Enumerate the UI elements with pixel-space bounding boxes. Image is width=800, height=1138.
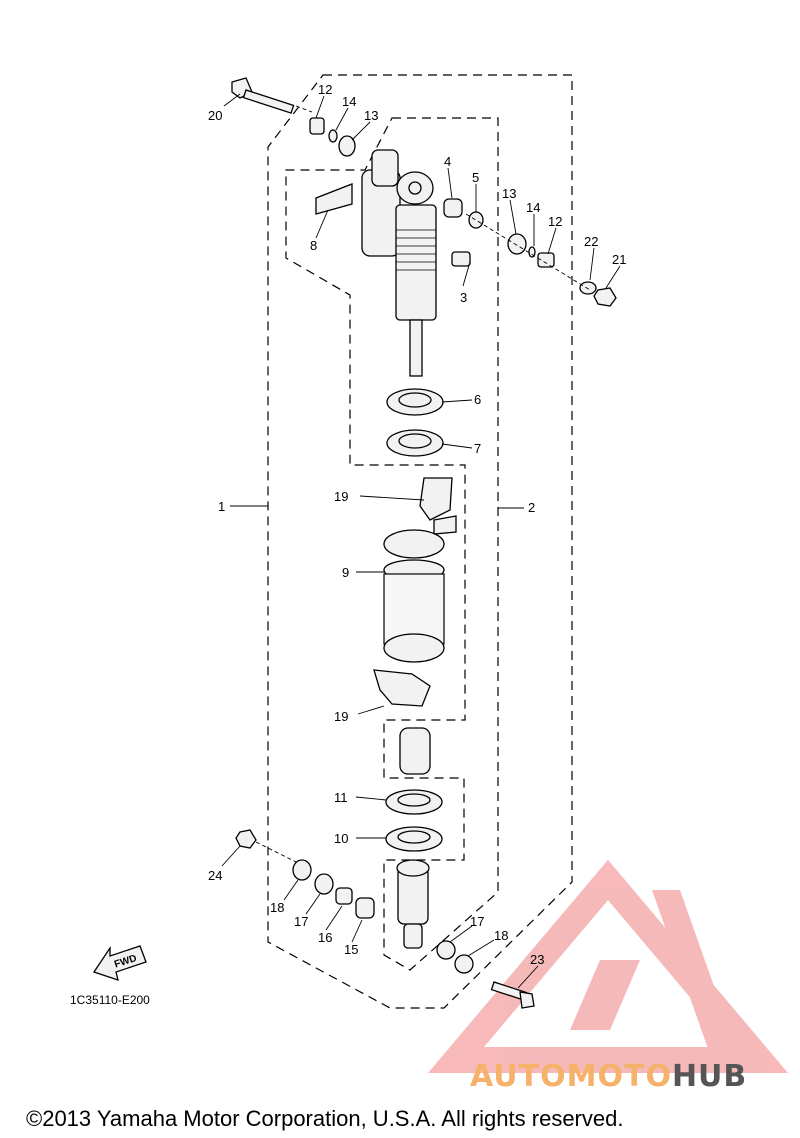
callout-12-top: 12 (318, 82, 332, 97)
callout-12-right: 12 (548, 214, 562, 229)
washer-22 (579, 281, 597, 295)
callout-11: 11 (334, 790, 348, 805)
bearing-16 (335, 887, 353, 905)
assembly-outline-2 (285, 117, 499, 971)
spring-9 (383, 529, 445, 663)
collar-17-left (314, 873, 334, 895)
callout-15: 15 (344, 942, 358, 957)
callout-1: 1 (218, 499, 225, 514)
callout-14-top: 14 (342, 94, 356, 109)
guide-plate-top (433, 515, 457, 535)
bump-rubber (399, 727, 431, 775)
callout-17-right: 17 (470, 914, 484, 929)
callout-8: 8 (310, 238, 317, 253)
callout-24: 24 (208, 868, 222, 883)
callout-3: 3 (460, 290, 467, 305)
callout-4: 4 (444, 154, 451, 169)
callout-22: 22 (584, 234, 598, 249)
callout-labels: 1 2 3 4 5 6 7 8 9 10 11 12 12 13 13 14 1… (208, 82, 626, 967)
seal-18-right (454, 954, 474, 974)
part-code: 1C35110-E200 (70, 993, 150, 1007)
callout-10: 10 (334, 831, 348, 846)
watermark-text-b: HUB (672, 1059, 747, 1094)
callout-17-left: 17 (294, 914, 308, 929)
callout-13-top: 13 (364, 108, 378, 123)
callout-2: 2 (528, 500, 535, 515)
nut-24 (235, 829, 257, 849)
copyright-notice: ©2013 Yamaha Motor Corporation, U.S.A. A… (26, 1106, 623, 1131)
seal-13-right (507, 233, 527, 255)
callout-9: 9 (342, 565, 349, 580)
seal-18-left (292, 859, 312, 881)
spring-guide-19-bottom (373, 669, 431, 707)
watermark-logo (428, 859, 788, 1073)
callout-20: 20 (208, 108, 222, 123)
bolt-23 (490, 981, 535, 1009)
collar-17-right (436, 940, 456, 960)
seal-13-top (338, 135, 356, 157)
callout-14-right: 14 (526, 200, 540, 215)
oring-14-right (528, 246, 536, 258)
callout-6: 6 (474, 392, 481, 407)
callout-23: 23 (530, 952, 544, 967)
oring-5 (468, 211, 484, 229)
nut-21 (593, 287, 617, 307)
nut-6 (386, 388, 444, 416)
adjuster-3 (451, 251, 471, 267)
callout-16: 16 (318, 930, 332, 945)
collar-12-top (309, 117, 325, 135)
assembly-outline-1 (267, 74, 573, 1009)
watermark-text-a: AUTOMOTO (470, 1059, 672, 1094)
collar-4 (443, 198, 463, 218)
callout-18-left: 18 (270, 900, 284, 915)
leader-lines (221, 93, 621, 989)
shock-absorber-body (361, 149, 437, 377)
callout-19-bottom: 19 (334, 709, 348, 724)
callout-13-right: 13 (502, 186, 516, 201)
lower-eye (396, 859, 430, 949)
bolt-20 (231, 77, 313, 114)
oring-14-top (328, 129, 338, 143)
callout-18-right: 18 (494, 928, 508, 943)
callout-19-top: 19 (334, 489, 348, 504)
bushing-11 (385, 789, 443, 815)
callout-7: 7 (474, 441, 481, 456)
seat-10 (385, 826, 443, 852)
forward-arrow-icon: FWD (92, 945, 147, 981)
spring-guide-19-top (419, 477, 453, 521)
collar-12-right (537, 252, 555, 268)
callout-21: 21 (612, 252, 626, 267)
bearing-15 (355, 897, 375, 919)
nut-7 (386, 429, 444, 457)
watermark-text: AUTOMOTOHUB (470, 1059, 747, 1094)
callout-5: 5 (472, 170, 479, 185)
label-8 (315, 183, 353, 215)
